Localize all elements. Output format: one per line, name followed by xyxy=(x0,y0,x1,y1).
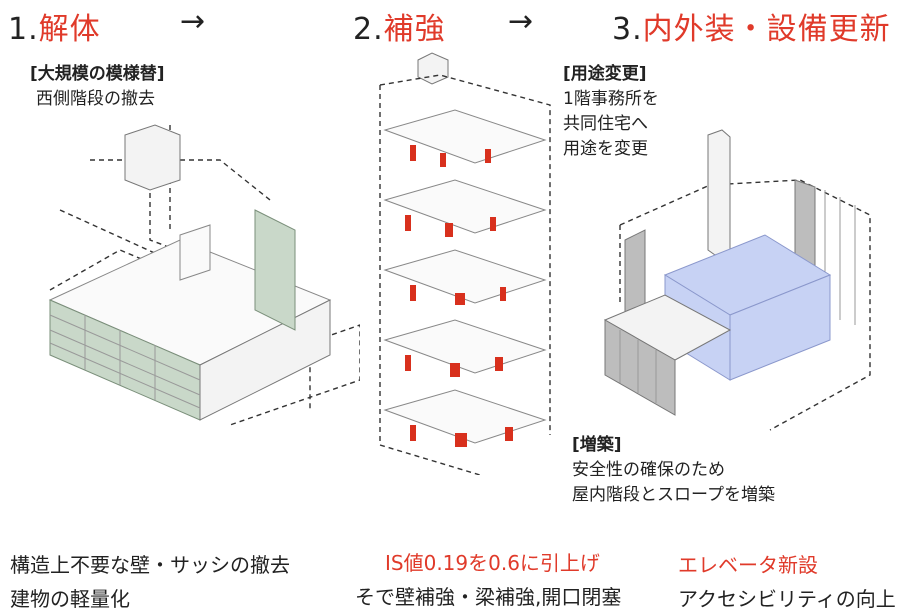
rooftop-box xyxy=(417,52,449,85)
wall-reinforcement xyxy=(495,357,503,371)
stair-tower xyxy=(124,124,181,191)
existing-wing xyxy=(254,209,296,331)
caption-demolition-line-1: 構造上不要な壁・サッシの撤去 xyxy=(10,553,290,577)
wall-reinforcement xyxy=(410,145,416,161)
reinforcement-illustration xyxy=(379,52,551,475)
step-2-number: 2. xyxy=(353,12,384,47)
step-1-number: 1. xyxy=(8,12,39,47)
step-1-title: 解体 xyxy=(38,12,101,47)
elevator-core xyxy=(179,224,211,281)
wall-reinforcement xyxy=(410,285,416,301)
floor-slab xyxy=(383,109,547,164)
note-extension: [増築] 安全性の確保のため 屋内階段とスロープを増築 xyxy=(572,433,775,508)
wall-reinforcement xyxy=(485,149,491,163)
removed-roof-outline xyxy=(90,159,271,201)
demolition-illustration xyxy=(48,124,360,426)
floor-2 xyxy=(383,319,547,377)
caption-renovation-highlight: エレベータ新設 xyxy=(678,553,818,577)
arrow-1-icon: → xyxy=(180,4,206,39)
caption-reinforcement: IS値0.19を0.6に引上げ そで壁補強・梁補強,開口閉塞 xyxy=(355,546,621,614)
floor-4 xyxy=(383,179,547,237)
note-extension-line-1: 安全性の確保のため xyxy=(572,460,725,480)
step-2-heading: 2.補強 xyxy=(353,4,446,48)
step-3-number: 3. xyxy=(612,12,643,47)
note-extension-head: [増築] xyxy=(572,435,622,455)
arrow-2-icon: → xyxy=(508,4,534,39)
wall-reinforcement xyxy=(405,215,411,231)
renovation-illustration xyxy=(603,129,871,431)
wall-reinforcement xyxy=(445,223,453,237)
exploded-outline-right xyxy=(379,74,551,435)
floor-slab xyxy=(383,179,547,234)
caption-renovation-text: アクセシビリティの向上 xyxy=(678,587,896,611)
elevator-shaft xyxy=(707,129,731,256)
front-wall xyxy=(604,319,676,416)
note-large-replacement-line: 西側階段の撤去 xyxy=(36,89,155,109)
floor-slab xyxy=(383,319,547,374)
step-3-title: 内外装・設備更新 xyxy=(642,12,891,47)
extension-outline xyxy=(619,179,871,431)
wall-reinforcement xyxy=(490,217,496,231)
wall-reinforcement xyxy=(440,153,446,167)
wall-reinforcement xyxy=(455,293,465,305)
note-change-of-use-head: [用途変更] xyxy=(563,64,647,84)
wall-reinforcement xyxy=(455,433,467,447)
floor-3 xyxy=(383,249,547,305)
facade-grid xyxy=(49,314,201,409)
front-wall-grid xyxy=(619,330,657,403)
caption-demolition-line-2: 建物の軽量化 xyxy=(10,587,130,611)
note-change-of-use-line-2: 共同住宅へ xyxy=(563,114,648,134)
step-1-heading: 1.解体 xyxy=(8,4,101,48)
exploded-outline-left xyxy=(379,85,481,475)
note-change-of-use: [用途変更] 1階事務所を 共同住宅へ 用途を変更 xyxy=(563,62,659,162)
step-3-heading: 3.内外装・設備更新 xyxy=(612,4,891,48)
floor-1 xyxy=(383,389,547,447)
wall-reinforcement xyxy=(405,355,411,371)
wall-reinforcement xyxy=(505,427,513,441)
note-large-replacement: [大規模の模様替] 西側階段の撤去 xyxy=(30,62,165,112)
wall-reinforcement xyxy=(410,425,416,441)
note-large-replacement-head: [大規模の模様替] xyxy=(30,64,165,84)
caption-renovation: エレベータ新設 アクセシビリティの向上 xyxy=(678,548,896,616)
step-2-title: 補強 xyxy=(383,12,446,47)
caption-demolition: 構造上不要な壁・サッシの撤去 建物の軽量化 xyxy=(10,548,290,616)
wall-reinforcement xyxy=(500,287,506,301)
note-change-of-use-line-1: 1階事務所を xyxy=(563,89,659,109)
note-extension-line-2: 屋内階段とスロープを増築 xyxy=(572,485,775,505)
note-change-of-use-line-3: 用途を変更 xyxy=(563,139,648,159)
new-volume-side xyxy=(729,274,831,381)
caption-reinforcement-highlight: IS値0.19を0.6に引上げ xyxy=(385,551,600,575)
caption-reinforcement-text: そで壁補強・梁補強,開口閉塞 xyxy=(355,585,622,609)
removed-annex-outline xyxy=(229,324,360,426)
wall-reinforcement xyxy=(450,363,460,377)
floor-5 xyxy=(383,109,547,167)
